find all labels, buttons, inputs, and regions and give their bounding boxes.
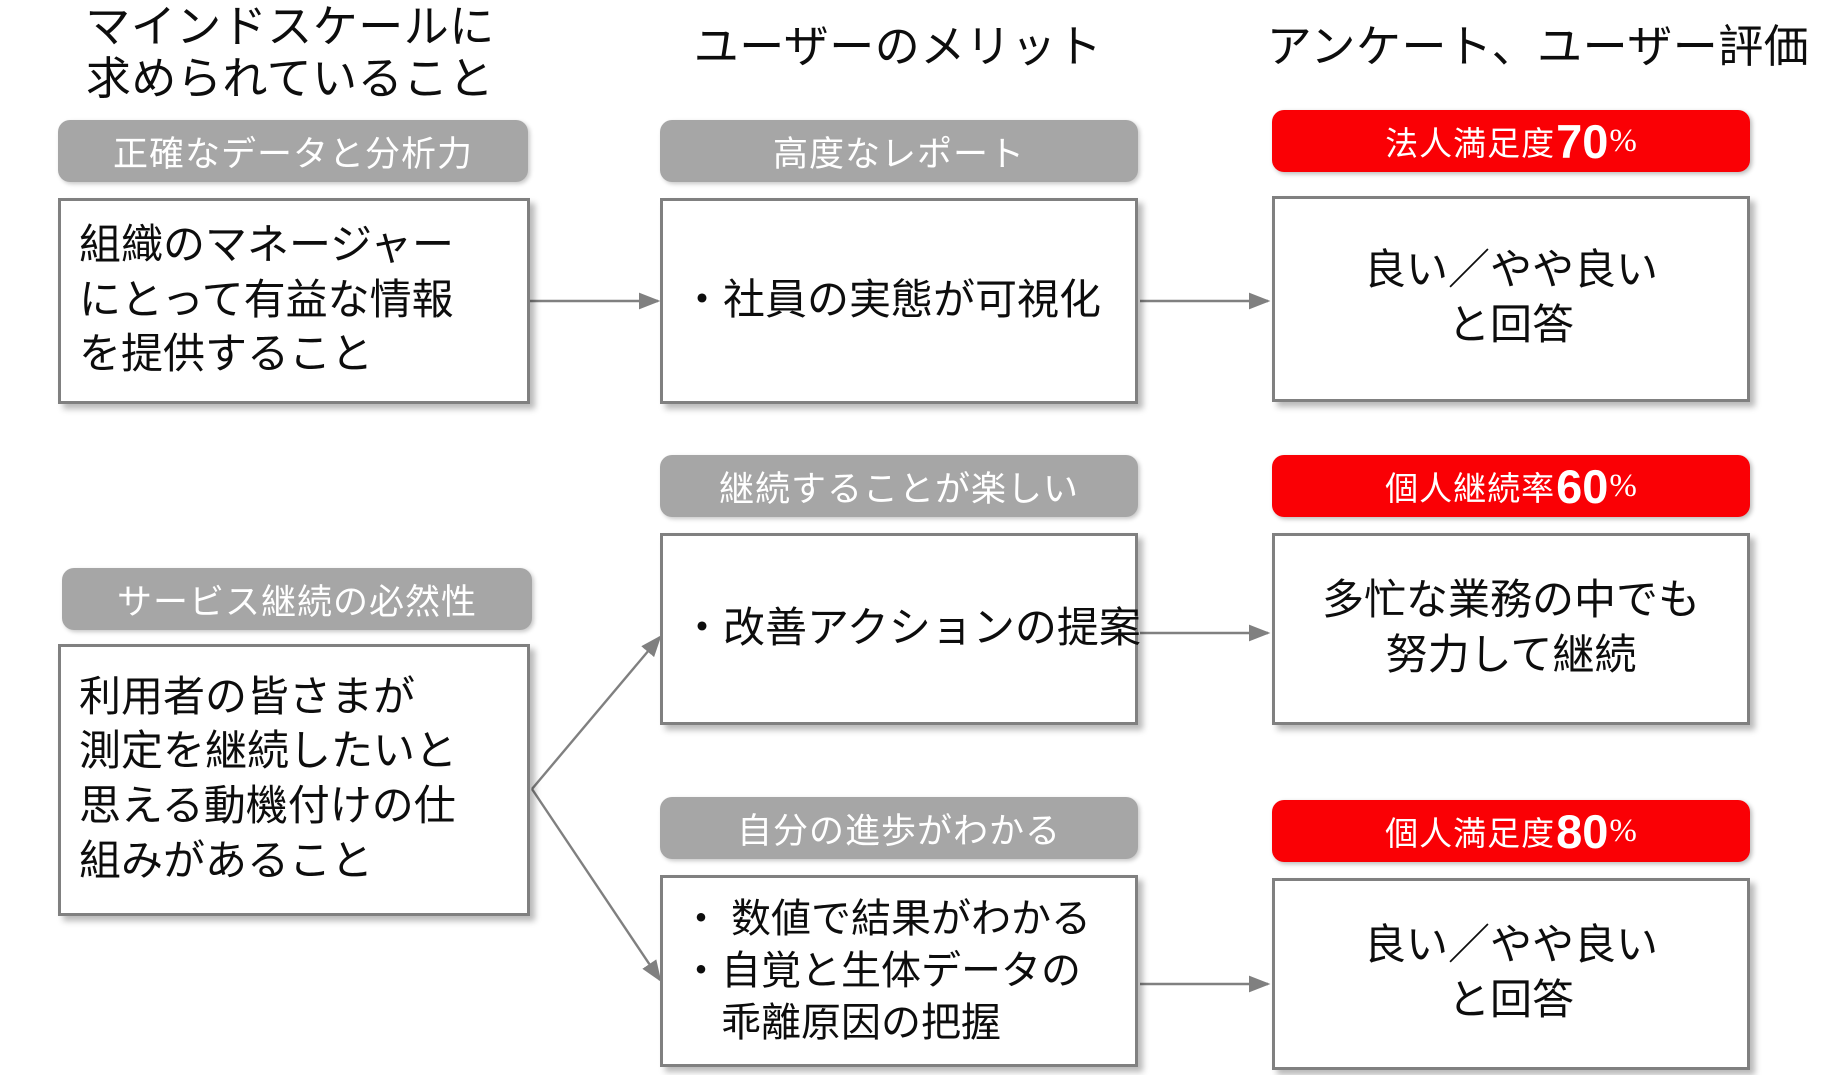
badge-label-1: 法人満足度 (1385, 127, 1556, 163)
chip-service-continuity-necessity: サービス継続の必然性 (62, 568, 532, 630)
right-box-2-line-2: 努力して継続 (1385, 633, 1637, 679)
column-header-requirements: マインドスケールに 求められていること (85, 2, 495, 104)
chip-advanced-report: 高度なレポート (660, 120, 1138, 182)
left-box-2-line-2: 測定を継続したいと (79, 729, 458, 776)
left-box-2-line-1: 利用者の皆さまが (79, 674, 416, 721)
left-box-1-line-3: を提供すること (79, 332, 374, 379)
badge-percent-1: % (1609, 122, 1637, 159)
badge-individual-satisfaction: 個人満足度 80 % (1272, 800, 1750, 862)
badge-percent-3: % (1609, 812, 1637, 849)
left-box-2-line-4: 組みがあること (79, 838, 374, 885)
middle-box-3-line-3: 乖離原因の把握 (681, 1000, 1001, 1045)
middle-box-3-line-1: ・ 数値で結果がわかる (681, 896, 1091, 941)
right-box-3: 良い／やや良い と回答 (1272, 878, 1750, 1070)
right-box-2: 多忙な業務の中でも 努力して継続 (1272, 533, 1750, 725)
badge-number-1: 70 (1556, 114, 1609, 168)
middle-box-2-line-1: ・改善アクションの提案 (681, 605, 1141, 652)
right-box-2-line-1: 多忙な業務の中でも (1321, 578, 1700, 625)
badge-number-3: 80 (1556, 804, 1609, 858)
column-header-survey-ratings: アンケート、ユーザー評価 (1266, 22, 1810, 72)
badge-number-2: 60 (1556, 459, 1609, 513)
chip-see-own-progress: 自分の進歩がわかる (660, 797, 1138, 859)
chip-accurate-data-analysis: 正確なデータと分析力 (58, 120, 528, 182)
middle-box-1: ・社員の実態が可視化 (660, 198, 1138, 404)
right-box-3-line-1: 良い／やや良い (1363, 923, 1658, 970)
badge-individual-retention: 個人継続率 60 % (1272, 455, 1750, 517)
right-box-1-line-1: 良い／やや良い (1363, 248, 1658, 295)
badge-corporate-satisfaction: 法人満足度 70 % (1272, 110, 1750, 172)
left-box-2: 利用者の皆さまが 測定を継続したいと 思える動機付けの仕 組みがあること (58, 644, 530, 916)
left-box-1-line-2: にとって有益な情報 (79, 277, 454, 324)
middle-box-2: ・改善アクションの提案 (660, 533, 1141, 725)
middle-box-1-line-1: ・社員の実態が可視化 (681, 277, 1102, 324)
badge-percent-2: % (1609, 467, 1637, 504)
badge-label-2: 個人継続率 (1385, 472, 1556, 508)
left-box-1-line-1: 組織のマネージャー (79, 223, 455, 270)
right-box-3-line-2: と回答 (1447, 978, 1574, 1024)
column-header-user-benefits: ユーザーのメリット (693, 22, 1103, 72)
middle-box-3: ・ 数値で結果がわかる ・自覚と生体データの 乖離原因の把握 (660, 875, 1138, 1067)
badge-label-3: 個人満足度 (1385, 817, 1556, 853)
middle-box-3-line-2: ・自覚と生体データの (681, 948, 1081, 993)
right-box-1: 良い／やや良い と回答 (1272, 196, 1750, 402)
arrow-left2-to-middle2 (531, 635, 662, 790)
arrow-left2-to-middle3 (531, 788, 662, 982)
chip-continuing-is-fun: 継続することが楽しい (660, 455, 1138, 517)
right-box-1-line-2: と回答 (1447, 303, 1574, 349)
left-box-2-line-3: 思える動機付けの仕 (79, 784, 456, 830)
left-box-1: 組織のマネージャー にとって有益な情報 を提供すること (58, 198, 530, 404)
